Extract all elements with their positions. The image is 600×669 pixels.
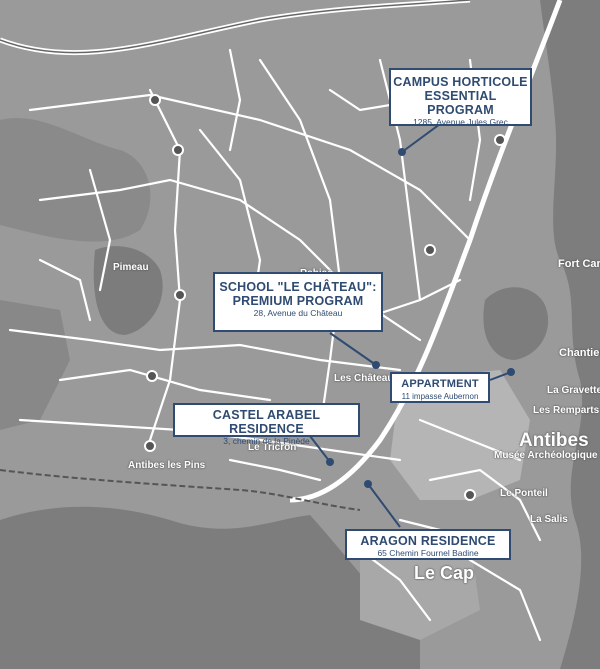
roundabouts <box>144 94 506 501</box>
label-antibes: Antibes <box>519 430 589 451</box>
label-les-chateau: Les Château <box>334 373 394 384</box>
le-cap-area <box>360 540 480 640</box>
label-pimeau: Pimeau <box>113 262 149 273</box>
callout-title: CASTEL ARABEL RESIDENCE <box>212 408 321 436</box>
callout-school-chateau: SCHOOL "LE CHÂTEAU": PREMIUM PROGRAM 28,… <box>213 272 383 332</box>
port-basin <box>483 287 549 360</box>
label-antibes-les-pins: Antibes les Pins <box>128 460 206 471</box>
forest-patch <box>0 117 151 242</box>
callout-subtitle: ESSENTIAL PROGRAM <box>424 89 497 117</box>
label-chantier: Chantier <box>559 347 600 359</box>
label-fort-carre: Fort Carré <box>558 258 600 270</box>
label-le-ponteil: Le Ponteil <box>500 488 548 499</box>
label-le-cap: Le Cap <box>414 563 475 583</box>
west-patch <box>0 300 70 430</box>
callout-castel-arabel: CASTEL ARABEL RESIDENCE 3, chemin de la … <box>173 403 360 446</box>
callout-title: SCHOOL "LE CHÂTEAU": <box>219 280 377 294</box>
callout-appartment: APPARTMENT 11 impasse Aubernon <box>390 372 490 403</box>
label-le-tricron: Le Tricron <box>248 442 297 453</box>
pimeau-hill <box>93 246 163 335</box>
callout-address: 3, chemin de la Pinède <box>223 436 310 446</box>
callout-title: ARAGON RESIDENCE <box>360 534 496 548</box>
label-la-gravette: La Gravette <box>547 385 600 396</box>
label-musee: Musée Archéologique <box>494 450 598 461</box>
callout-address: 65 Chemin Fournel Badine <box>377 548 479 558</box>
callout-subtitle: PREMIUM PROGRAM <box>232 294 364 308</box>
callout-address: 11 impasse Aubernon <box>401 392 479 401</box>
callout-address: 1285, Avenue Jules Grec <box>413 117 508 127</box>
callout-address: 28, Avenue du Château <box>253 308 343 318</box>
callout-campus-horticole: CAMPUS HORTICOLE ESSENTIAL PROGRAM 1285,… <box>389 68 532 127</box>
callout-title: CAMPUS HORTICOLE <box>393 75 528 89</box>
sea-south <box>0 506 420 669</box>
callout-aragon: ARAGON RESIDENCE 65 Chemin Fournel Badin… <box>345 529 511 560</box>
sea-east <box>540 0 600 669</box>
callout-leaders <box>309 123 512 528</box>
label-les-remparts: Les Remparts <box>533 405 600 416</box>
label-la-salis: La Salis <box>530 514 568 525</box>
callout-title: APPARTMENT <box>401 378 479 390</box>
railway <box>0 469 361 511</box>
